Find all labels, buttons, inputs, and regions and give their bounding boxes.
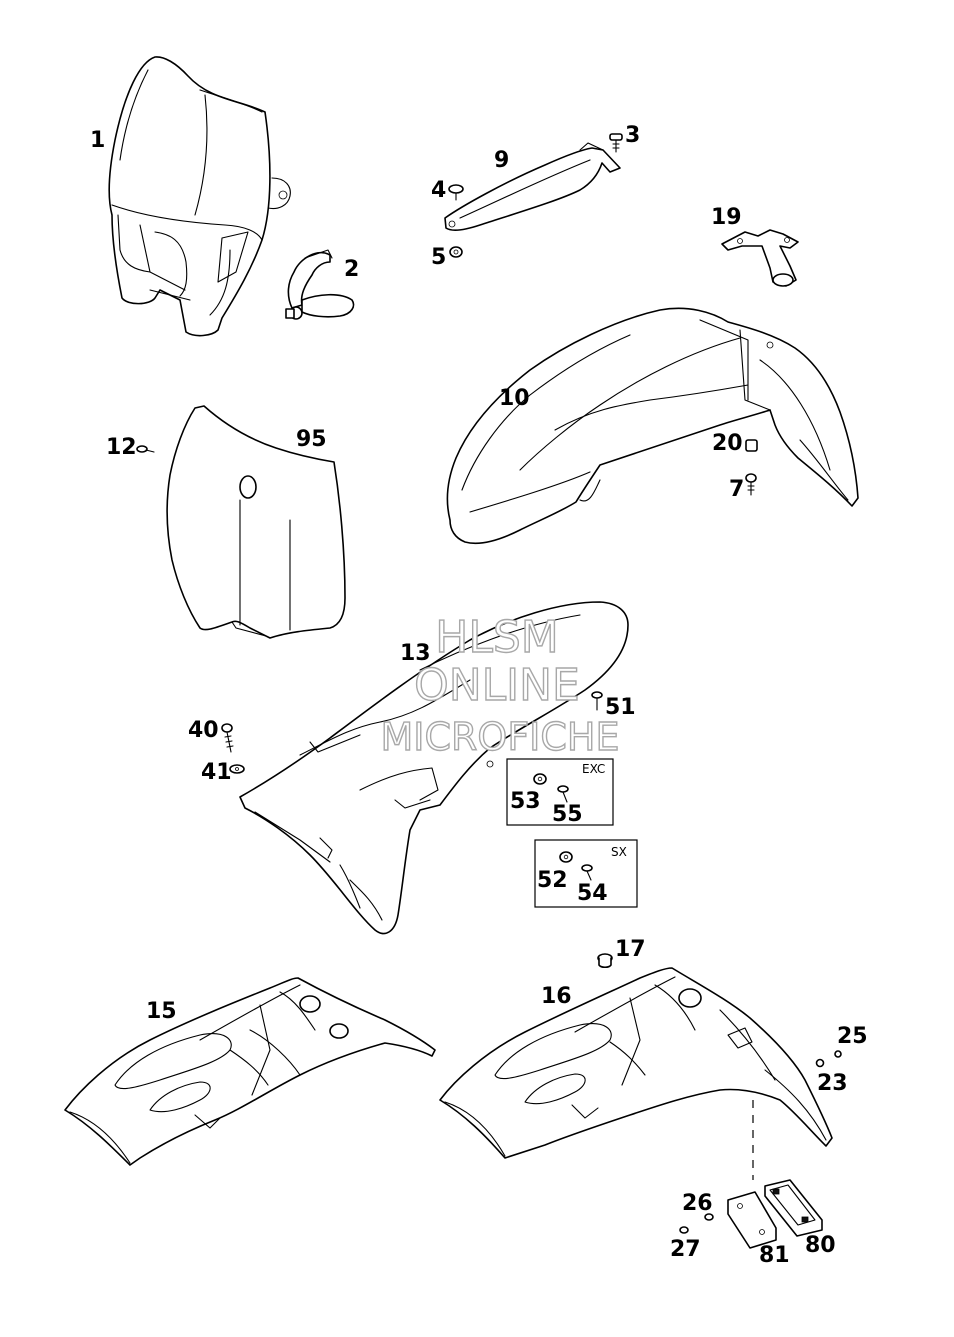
watermark-line-3: MICROFICHE [380, 715, 619, 759]
fender-bracket [444, 142, 621, 231]
callout-40: 40 [188, 718, 219, 743]
callout-53: 53 [510, 789, 541, 814]
front-fender-16 [439, 967, 833, 1180]
front-fender-15 [64, 977, 436, 1166]
callout-25: 25 [837, 1024, 868, 1049]
nut-23 [815, 1058, 825, 1068]
screw-12 [136, 445, 155, 453]
screw-51 [591, 691, 603, 711]
screw-7 [745, 473, 757, 496]
callout-95: 95 [296, 427, 327, 452]
callout-4: 4 [431, 178, 446, 203]
watermark-line-1: HLSM [435, 612, 559, 663]
callout-27: 27 [670, 1237, 701, 1262]
screw-4 [448, 184, 464, 201]
washer-26 [704, 1213, 714, 1221]
callout-5: 5 [431, 245, 446, 270]
number-plate-95 [166, 405, 346, 639]
bracket-19 [721, 229, 799, 287]
callout-1: 1 [90, 128, 105, 153]
callout-23: 23 [817, 1071, 848, 1096]
callout-12: 12 [106, 435, 137, 460]
washer-41 [229, 764, 245, 774]
callout-17: 17 [615, 937, 646, 962]
screw-40 [221, 723, 234, 753]
sx-variant-box: SX [534, 839, 638, 908]
screw-25 [834, 1050, 842, 1058]
headlight-mask [108, 56, 291, 337]
callout-81: 81 [759, 1243, 790, 1268]
callout-51: 51 [605, 695, 636, 720]
rear-fender-13 [239, 601, 629, 935]
callout-2: 2 [344, 257, 359, 282]
sx-label: SX [611, 845, 627, 859]
callout-41: 41 [201, 760, 232, 785]
reflector-holder-81 [727, 1191, 777, 1249]
front-fender-10 [446, 307, 859, 545]
callout-9: 9 [494, 148, 509, 173]
nut-27 [679, 1226, 689, 1234]
callout-13: 13 [400, 641, 431, 666]
watermark: HLSM ONLINE MICROFICHE [380, 611, 620, 759]
exc-variant-box: EXC [506, 758, 614, 826]
callout-54: 54 [577, 881, 608, 906]
callout-15: 15 [146, 999, 177, 1024]
headlight-clamp [285, 249, 355, 320]
exc-label: EXC [582, 762, 605, 776]
callout-80: 80 [805, 1233, 836, 1258]
watermark-line-2: ONLINE [414, 660, 580, 711]
callout-3: 3 [625, 123, 640, 148]
callouts: 1 2 3 4 5 9 19 10 12 95 20 7 13 51 40 41… [90, 123, 868, 1268]
screw-3 [609, 133, 623, 153]
callout-20: 20 [712, 431, 743, 456]
callout-7: 7 [729, 477, 744, 502]
callout-52: 52 [537, 868, 568, 893]
callout-26: 26 [682, 1191, 713, 1216]
plug-17 [597, 953, 613, 969]
callout-55: 55 [552, 802, 583, 827]
nut-5 [449, 246, 463, 258]
callout-16: 16 [541, 984, 572, 1009]
callout-10: 10 [499, 386, 530, 411]
reflector-80 [764, 1179, 823, 1237]
rubber-20 [745, 439, 758, 452]
callout-19: 19 [711, 205, 742, 230]
